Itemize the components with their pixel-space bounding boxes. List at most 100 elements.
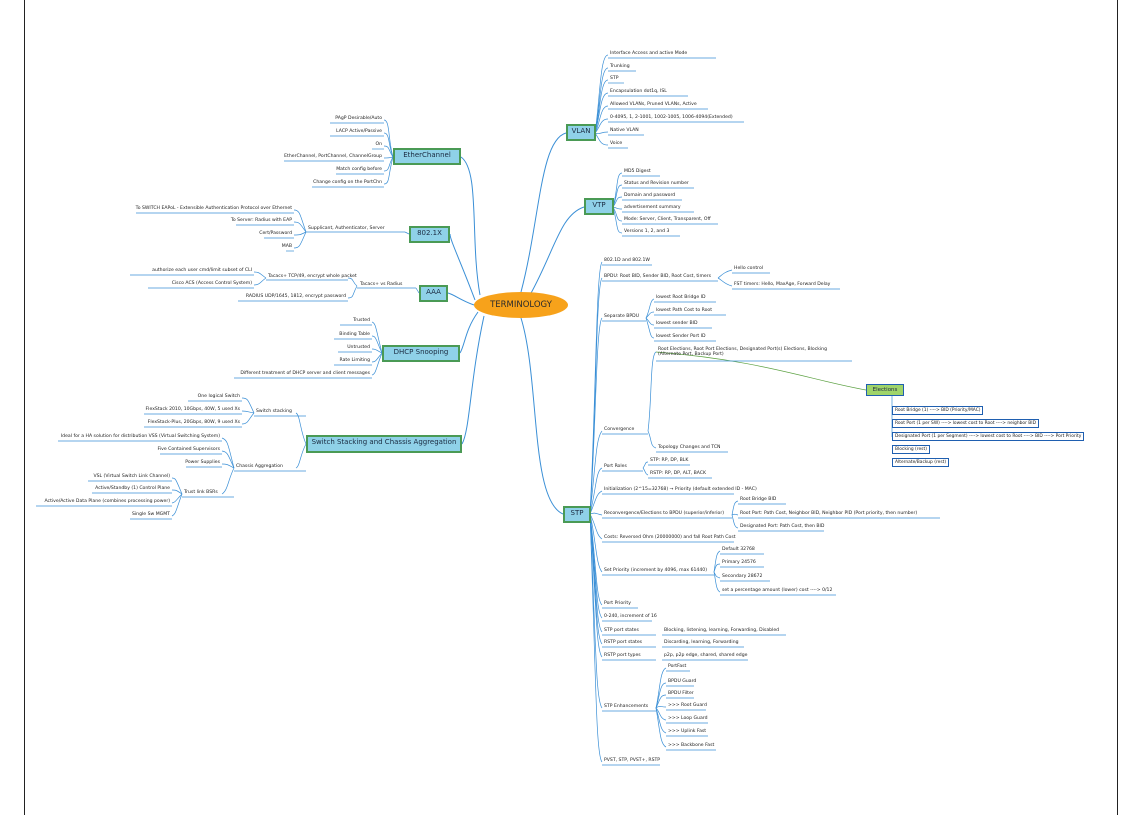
stp-item[interactable]: Set Priority (increment by 4096, max 614… [604, 568, 707, 573]
vtp-item[interactable]: Versions 1, 2, and 3 [624, 229, 670, 234]
stp-enh-item[interactable]: BPDU Filter [668, 691, 694, 696]
vlan-item[interactable]: Interface Access and active Mode [610, 51, 688, 56]
stp-recon-item[interactable]: Root Port: Path Cost, Neighbor BID, Neig… [740, 511, 918, 516]
stp-item[interactable]: Reconvergence/Elections to BPDU (superio… [604, 511, 725, 516]
stp-roles-item[interactable]: RSTP: RP, DP, ALT, BACK [650, 471, 707, 476]
stack-chassis-item[interactable]: Ideal for a HA solution for distribution… [60, 434, 220, 439]
stp-item[interactable]: BPDU: Root BID, Sender BID, Root Cost, t… [604, 274, 712, 279]
etherchannel-item[interactable]: On [375, 142, 382, 147]
dhcp-item[interactable]: Untrusted [347, 345, 370, 350]
etherchannel-item[interactable]: Change config on the PortChn [313, 180, 382, 185]
vlan-item[interactable]: Allowed VLANs, Pruned VLANs, Active [610, 102, 697, 107]
topic-vlan[interactable]: VLAN [566, 124, 596, 141]
topic-dhcp-snooping[interactable]: DHCP Snooping [382, 345, 460, 362]
stp-item[interactable]: 0-240, increment of 16 [604, 614, 657, 619]
rstp-states-value[interactable]: Discarding, learning, Forwarding [664, 640, 739, 645]
vlan-item[interactable]: Encapsulation dot1q, ISL [610, 89, 667, 94]
stack-chassis-item[interactable]: Five Contained Supervisors [157, 447, 220, 452]
stp-item[interactable]: Separate BPDU [604, 314, 640, 319]
stp-item[interactable]: RSTP port states [604, 640, 643, 645]
topic-aaa[interactable]: AAA [419, 285, 448, 302]
elections-node[interactable]: Elections [866, 384, 904, 396]
central-topic[interactable]: TERMINOLOGY [474, 292, 568, 318]
stp-convergence-top[interactable]: Root Elections, Root Port Elections, Des… [658, 347, 827, 357]
stp-item[interactable]: Port Roles [604, 464, 627, 469]
dot1x-item[interactable]: To SWITCH EAPoL - Extensible Authenticat… [135, 206, 292, 211]
vlan-item[interactable]: STP [610, 76, 619, 81]
vtp-item[interactable]: MD5 Digest [624, 169, 651, 174]
stp-states-value[interactable]: Blocking, listening, learning, Forwardin… [664, 628, 780, 633]
aaa-mid[interactable]: Tacacs+ vs Radius [360, 282, 403, 287]
dot1x-item[interactable]: Cert/Password [259, 231, 292, 236]
stp-item[interactable]: 802.1D and 802.1W [604, 258, 650, 263]
stp-separate-item[interactable]: lowest Root Bridge ID [656, 295, 706, 300]
vlan-item[interactable]: Voice [610, 141, 623, 146]
stp-item[interactable]: Port Priority [604, 601, 631, 606]
stack-trust-item[interactable]: Active/Standby (1) Control Plane [95, 486, 170, 491]
vtp-item[interactable]: advertisement summary [624, 205, 681, 210]
aaa-radius[interactable]: RADIUS UDP/1645, 1812, encrypt password [245, 294, 346, 299]
stack-stacking-item[interactable]: FlexStack 2010, 10Gbps, 40W, 5 used Xs [145, 407, 240, 412]
dot1x-mid[interactable]: Supplicant, Authenticator, Server [308, 226, 385, 231]
stp-separate-item[interactable]: lowest Sender Port ID [656, 334, 706, 339]
stp-item[interactable]: Convergence [604, 427, 635, 432]
stp-enh-item[interactable]: >>> Root Guard [668, 703, 707, 708]
etherchannel-item[interactable]: PAgP Desirable/Auto [335, 116, 382, 121]
stp-bpdu-item[interactable]: FST timers: Hello, MaxAge, Forward Delay [734, 282, 831, 287]
stack-stacking-item[interactable]: One logical Switch [197, 394, 240, 399]
etherchannel-item[interactable]: LACP Active/Passive [336, 129, 382, 134]
topic-stp[interactable]: STP [563, 506, 591, 523]
aaa-tacacs-item[interactable]: authorize each user cmd/limit subset of … [152, 268, 252, 273]
aaa-tacacs[interactable]: Tacacs+ TCP/49, encrypt whole packet [268, 274, 357, 279]
dhcp-item[interactable]: Different treatment of DHCP server and c… [240, 371, 370, 376]
vtp-item[interactable]: Status and Revision number [624, 181, 689, 186]
stack-chassis[interactable]: Chassis Aggregation [236, 464, 283, 469]
dot1x-item[interactable]: MAB [281, 244, 292, 249]
dhcp-item[interactable]: Trusted [353, 318, 370, 323]
stp-recon-item[interactable]: Root Bridge BID [740, 497, 777, 502]
stp-bpdu-item[interactable]: Hello control [734, 266, 764, 271]
stack-stacking[interactable]: Switch stacking [256, 409, 292, 414]
election-item[interactable]: Root Port (1 per SW) ----> lowest cost t… [892, 419, 1039, 428]
stp-priority-item[interactable]: Default 32768 [722, 547, 755, 552]
stack-trust[interactable]: Trust link BSRs [184, 490, 218, 495]
stp-enh-item[interactable]: >>> Uplink Fast [668, 729, 707, 734]
stack-trust-item[interactable]: Single Sw MGMT [131, 512, 170, 517]
stack-chassis-item[interactable]: Power Supplies [185, 460, 220, 465]
stp-roles-item[interactable]: STP: RP, DP, BLK [650, 458, 689, 463]
election-item[interactable]: Designated Port (1 per Segment) ----> lo… [892, 432, 1085, 441]
election-item[interactable]: Root Bridge (1) ----> BID (Priority/MAC) [892, 406, 984, 415]
stp-item[interactable]: PVST, STP, PVST+, RSTP [604, 758, 661, 763]
vtp-item[interactable]: Domain and password [624, 193, 676, 198]
vlan-item[interactable]: Trunking [610, 64, 630, 69]
stp-item[interactable]: Initialization (2^15=32768) → Priority (… [604, 487, 757, 492]
stp-separate-item[interactable]: lowest Path Cost to Root [656, 308, 713, 313]
stp-priority-item[interactable]: set a percentage amount (lower) cost ---… [722, 588, 833, 593]
stack-stacking-item[interactable]: FlexStack-Plus, 20Gbps, 80W, 9 used Xs [147, 420, 240, 425]
stack-trust-item[interactable]: VSL (Virtual Switch Link Channel) [93, 474, 170, 479]
stp-enh-item[interactable]: >>> Loop Guard [668, 716, 708, 721]
stp-enh-item[interactable]: >>> Backbone Fast [668, 743, 715, 748]
topic-vtp[interactable]: VTP [584, 198, 614, 215]
vlan-item[interactable]: Native VLAN [610, 128, 639, 133]
topic-etherchannel[interactable]: EtherChannel [393, 148, 461, 165]
stp-item[interactable]: STP Enhancements [604, 704, 649, 709]
stp-enh-item[interactable]: PortFast [668, 664, 687, 669]
stp-item[interactable]: STP port states [604, 628, 639, 633]
vlan-item[interactable]: 0-4095, 1, 2-1001, 1002-1005, 1006-4094(… [610, 115, 733, 120]
stp-enh-item[interactable]: BPDU Guard [668, 679, 697, 684]
stp-recon-item[interactable]: Designated Port: Path Cost, then BID [740, 524, 825, 529]
stp-item[interactable]: RSTP port types [604, 653, 641, 658]
topic-802-1x[interactable]: 802.1X [409, 226, 450, 243]
vtp-item[interactable]: Mode: Server, Client, Transparent, Off [624, 217, 711, 222]
stp-item[interactable]: Costs: Reversed Ohm (20000000) and fall … [604, 535, 736, 540]
aaa-tacacs-item[interactable]: Cisco ACS (Access Control System) [171, 281, 252, 286]
dot1x-item[interactable]: To Server: Radius with EAP [230, 218, 292, 223]
stp-priority-item[interactable]: Secondary 28672 [722, 574, 763, 579]
stp-convergence-bottom[interactable]: Topology Changes and TCN [658, 445, 721, 450]
dhcp-item[interactable]: Binding Table [339, 332, 370, 337]
etherchannel-item[interactable]: Match config before [336, 167, 382, 172]
etherchannel-item[interactable]: EtherChannel, PortChannel, ChannelGroup [284, 154, 382, 159]
rstp-types-value[interactable]: p2p, p2p edge, shared, shared edge [664, 653, 748, 658]
stp-priority-item[interactable]: Primary 24576 [722, 560, 756, 565]
